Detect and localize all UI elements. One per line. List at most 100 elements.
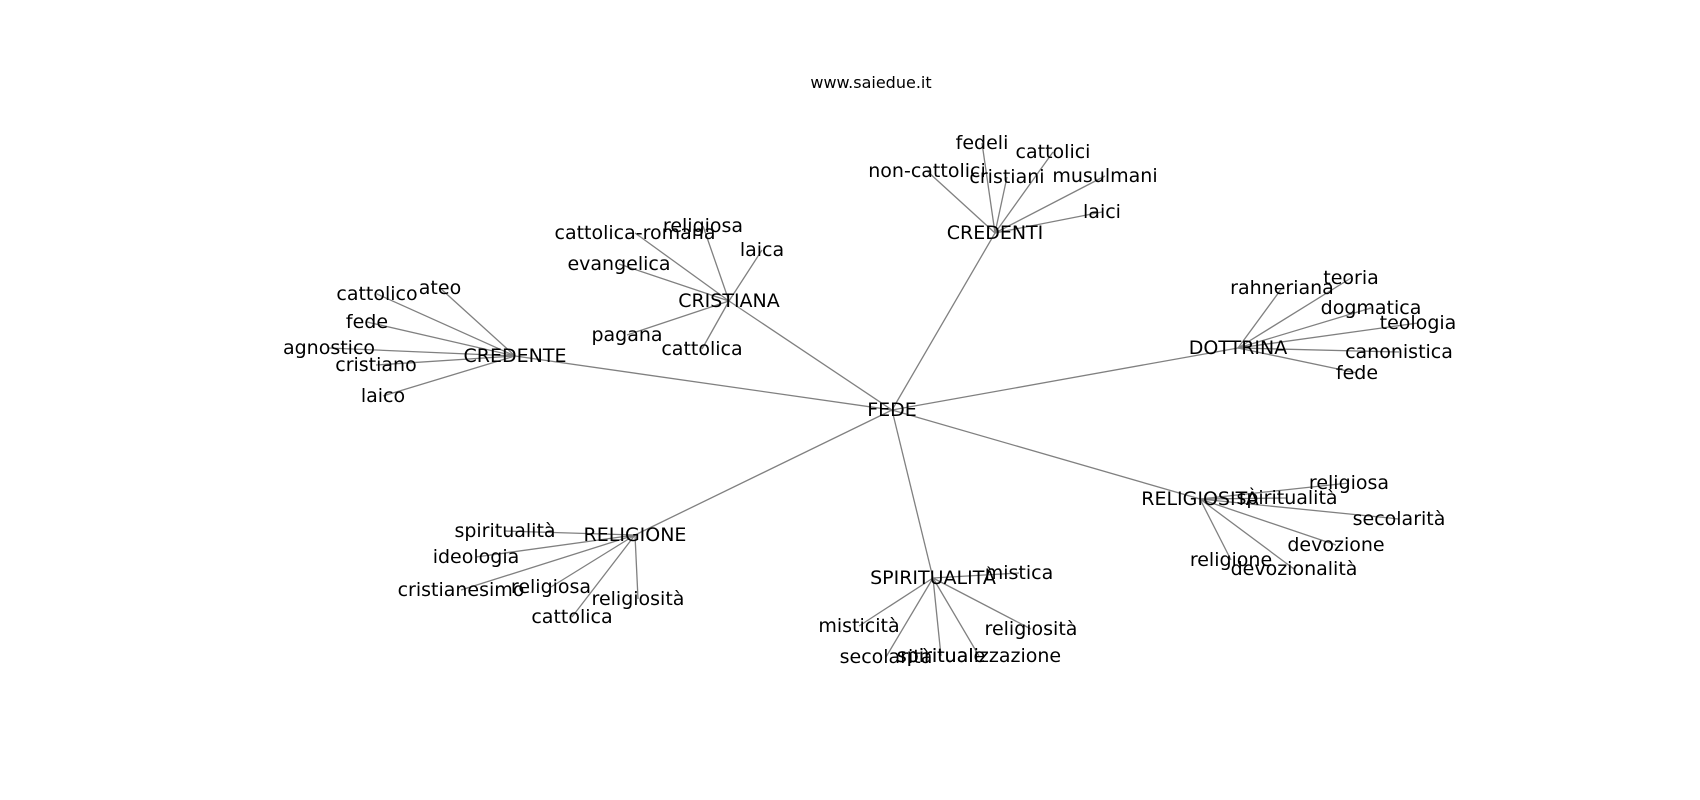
edge-center-to-hub [891, 409, 1201, 500]
edge-hub-to-leaf [1199, 498, 1400, 520]
leaf-node: ateo [419, 277, 461, 299]
edge-hub-to-leaf [618, 263, 730, 302]
edge-hub-to-leaf [1237, 322, 1419, 349]
edge-hub-to-leaf [1237, 307, 1372, 349]
leaf-node: cristianesimo [398, 579, 525, 601]
edge-hub-to-leaf [885, 577, 934, 658]
edge-center-to-hub [891, 232, 996, 411]
leaf-node: spirituale [897, 645, 985, 667]
edge-hub-to-leaf [858, 577, 934, 627]
edge-hub-to-leaf [1199, 498, 1295, 570]
edge-hub-to-leaf [994, 151, 1054, 234]
leaf-node: musulmani [1052, 165, 1157, 187]
edge-hub-to-leaf [375, 355, 516, 366]
leaf-node: religione [1190, 549, 1272, 571]
leaf-node: ideologia [433, 546, 520, 568]
leaf-node: spiritualità [1236, 487, 1337, 509]
edge-center-to-hub [634, 409, 893, 536]
leaf-node: agnostico [283, 337, 375, 359]
edge-hub-to-leaf [932, 577, 942, 657]
edge-hub-to-leaf [1199, 498, 1337, 546]
leaf-node: laico [361, 385, 405, 407]
leaf-node: religiosità [985, 618, 1078, 640]
hub-node: CREDENTE [464, 345, 567, 367]
edge-hub-to-leaf [504, 530, 636, 536]
edge-center-to-hub [891, 347, 1239, 411]
leaf-node: fede [1336, 362, 1378, 384]
leaf-node: cattolici [1016, 141, 1091, 163]
leaf-node: religiosa [1309, 472, 1389, 494]
edge-hub-to-leaf [328, 347, 516, 357]
leaf-node: cattolica-romana [555, 222, 716, 244]
leaf-node: religiosa [663, 215, 743, 237]
leaf-node: evangelica [567, 253, 670, 275]
edge-hub-to-leaf [702, 225, 730, 302]
hub-node: CRISTIANA [678, 290, 780, 312]
edge-hub-to-leaf [728, 249, 763, 302]
leaf-node: mistica [985, 562, 1054, 584]
edge-hub-to-leaf [932, 577, 1032, 630]
leaf-node: teologia [1380, 312, 1457, 334]
leaf-node: cattolica [531, 606, 612, 628]
leaf-node: laici [1083, 201, 1121, 223]
leaf-node: religiosa [511, 576, 591, 598]
leaf-node: teoria [1323, 267, 1379, 289]
leaf-node: spiritualizzazione [897, 645, 1061, 667]
edge-hub-to-leaf [1237, 347, 1400, 353]
hub-node: CREDENTI [947, 222, 1044, 244]
leaf-node: pagana [591, 324, 662, 346]
leaf-node: spiritualità [454, 520, 555, 542]
edge-hub-to-leaf [626, 300, 730, 336]
hub-node: RELIGIONE [584, 524, 687, 546]
edge-center-to-hub [728, 300, 893, 411]
leaf-node: fede [346, 311, 388, 333]
center-node: FEDE [867, 399, 917, 421]
leaf-node: non-cattolici [868, 160, 985, 182]
leaf-node: devozione [1287, 534, 1384, 556]
leaf-node: cattolico [336, 283, 417, 305]
leaf-node: misticità [818, 615, 899, 637]
site-url: www.saiedue.it [810, 73, 931, 92]
edge-hub-to-leaf [701, 300, 730, 350]
edge-center-to-hub [891, 409, 934, 579]
edge-hub-to-leaf [994, 211, 1103, 234]
edge-hub-to-leaf [981, 142, 996, 234]
leaf-node: rahneriana [1230, 277, 1334, 299]
edge-hub-to-leaf [475, 534, 636, 558]
leaf-node: canonistica [1345, 341, 1453, 363]
edge-hub-to-leaf [634, 232, 730, 302]
edge-hub-to-leaf [994, 176, 1008, 234]
edge-hub-to-leaf [994, 175, 1106, 234]
edge-hub-to-leaf [926, 170, 996, 234]
edge-hub-to-leaf [1237, 287, 1283, 349]
leaf-node: secolarità [840, 646, 933, 668]
edge-hub-to-leaf [376, 293, 516, 357]
edge-layer [328, 142, 1419, 658]
hub-node: SPIRITUALITÀ [870, 566, 996, 589]
label-layer: FEDE CREDENTI fedeli cattolici non-cattolici… [283, 132, 1456, 668]
leaf-node: laica [740, 239, 784, 261]
hub-node: RELIGIOSITÀ [1141, 487, 1258, 510]
edge-hub-to-leaf [382, 355, 516, 397]
edge-hub-to-leaf [571, 534, 636, 618]
edge-hub-to-leaf [634, 534, 639, 600]
leaf-node: devozionalità [1231, 558, 1358, 580]
edge-hub-to-leaf [1199, 497, 1288, 500]
edge-hub-to-leaf [1237, 347, 1358, 374]
leaf-node: cattolica [661, 338, 742, 360]
edge-hub-to-leaf [1199, 482, 1350, 500]
leaf-node: secolarità [1353, 508, 1446, 530]
edge-hub-to-leaf [366, 321, 516, 357]
edge-hub-to-leaf [460, 534, 636, 591]
leaf-node: dogmatica [1321, 297, 1422, 319]
edge-hub-to-leaf [1237, 277, 1352, 349]
leaf-node: fedeli [956, 132, 1009, 154]
edge-hub-to-leaf [932, 577, 980, 657]
edge-hub-to-leaf [550, 534, 636, 588]
edge-center-to-hub [514, 355, 893, 411]
edge-hub-to-leaf [1199, 498, 1232, 561]
edge-hub-to-leaf [932, 572, 1020, 579]
leaf-node: cristiano [335, 354, 416, 376]
hub-node: DOTTRINA [1189, 337, 1287, 359]
